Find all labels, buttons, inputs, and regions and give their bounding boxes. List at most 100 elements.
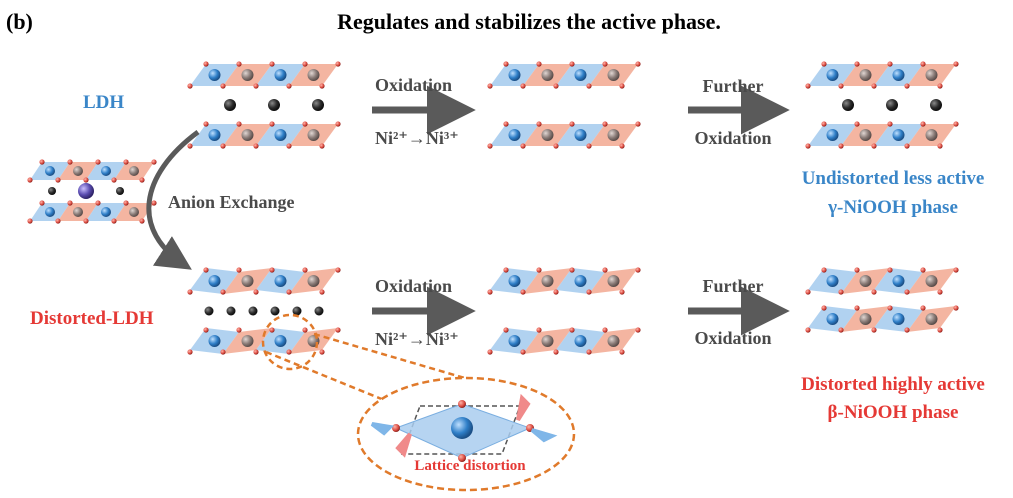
oxygen-atom [821,121,827,127]
ni-atom [508,69,521,81]
oxygen-atom [111,218,117,224]
interlayer-anion [226,306,236,316]
oxygen-atom [619,349,625,355]
oxygen-atom [269,121,275,127]
fe-atom [307,275,320,287]
oxygen-atom [586,289,592,295]
ni-atom [208,129,221,141]
interlayer-anion [270,306,280,316]
oxygen-atom [187,349,193,355]
oxygen-atom [487,349,493,355]
oxygen-atom [553,349,559,355]
ni-atom [508,129,521,141]
ni-atom [574,335,587,347]
zoom-source-circle [261,313,319,371]
oxygen-atom [854,267,860,273]
oxygen-atom [920,267,926,273]
distortion-arrow-down-left [395,432,412,458]
oxygen-atom [953,121,959,127]
oxygen-atom [569,61,575,67]
oxygen-atom [27,218,33,224]
oxygen-atom [487,143,493,149]
oxygen-atom [635,327,641,333]
oxygen-atom [39,159,45,165]
oxygen-atom [937,83,943,89]
oxygen-atom [503,61,509,67]
gamma-phase-line2: γ-NiOOH phase [827,197,958,218]
oxygen-atom [286,83,292,89]
fe-atom [541,335,554,347]
ni-atom [274,275,287,287]
oxygen-atom [887,61,893,67]
distortion-arrow-out-right [530,428,558,443]
oxygen-atom [220,143,226,149]
ni-atom [892,275,905,287]
oxygen-atom [937,327,943,333]
ni-atom [208,275,221,287]
oxygen-atom [920,305,926,311]
oxygen-atom [83,177,89,183]
oxygen-atom [854,121,860,127]
oxidation-label-top: Oxidation [375,75,452,95]
oxygen-atom [569,327,575,333]
oxygen-atom [253,143,259,149]
oxygen-atom [151,159,157,165]
oxygen-atom [821,61,827,67]
ni-transition-label-bottom: Ni²⁺→Ni³⁺ [375,329,459,349]
oxygen-atom [805,327,811,333]
oxygen-atom [269,327,275,333]
oxygen-atom [253,83,259,89]
fe-atom [859,129,872,141]
oxygen-atom-zoom [458,400,466,408]
fe-atom [307,69,320,81]
oxygen-atom [854,305,860,311]
fe-atom [129,166,139,176]
ni-atom [45,166,55,176]
oxygen-atom [286,349,292,355]
fe-atom [73,207,83,217]
oxygen-atom [335,61,341,67]
oxygen-atom [503,327,509,333]
oxygen-atom [95,159,101,165]
oxygen-atom [302,267,308,273]
oxygen-atom [269,61,275,67]
ni-transition-label-top: Ni²⁺→Ni³⁺ [375,128,459,148]
oxygen-atom [805,289,811,295]
oxygen-atom [553,289,559,295]
ni-atom [274,129,287,141]
ni-atom [45,207,55,217]
oxygen-atom [139,218,145,224]
oxygen-atom [95,200,101,206]
oxygen-atom [187,289,193,295]
ni-atom [892,69,905,81]
ni-atom [574,275,587,287]
oxygen-atom [520,83,526,89]
oxygen-atom [67,200,73,206]
oxygen-atom [520,349,526,355]
oxygen-atom [536,327,542,333]
ni-atom [101,207,111,217]
oxygen-atom [635,267,641,273]
gamma-phase-line1: Undistorted less active [802,168,985,189]
oxygen-atom [220,349,226,355]
oxygen-atom [39,200,45,206]
oxygen-atom [55,218,61,224]
ni-atom [574,129,587,141]
anion-exchange-arrow [146,129,200,270]
interlayer-anion [268,99,280,111]
oxygen-atom [871,83,877,89]
fe-atom [925,69,938,81]
oxygen-atom [27,177,33,183]
oxygen-atom [871,327,877,333]
oxygen-atom [203,61,209,67]
oxygen-atom [286,289,292,295]
interlayer-anion [314,306,324,316]
oxygen-atom [302,327,308,333]
oxygen-atom [635,121,641,127]
oxygen-atom [805,83,811,89]
oxygen-atom [586,83,592,89]
oxygen-atom [904,327,910,333]
further-label-top: Further [703,76,764,96]
oxygen-atom [139,177,145,183]
